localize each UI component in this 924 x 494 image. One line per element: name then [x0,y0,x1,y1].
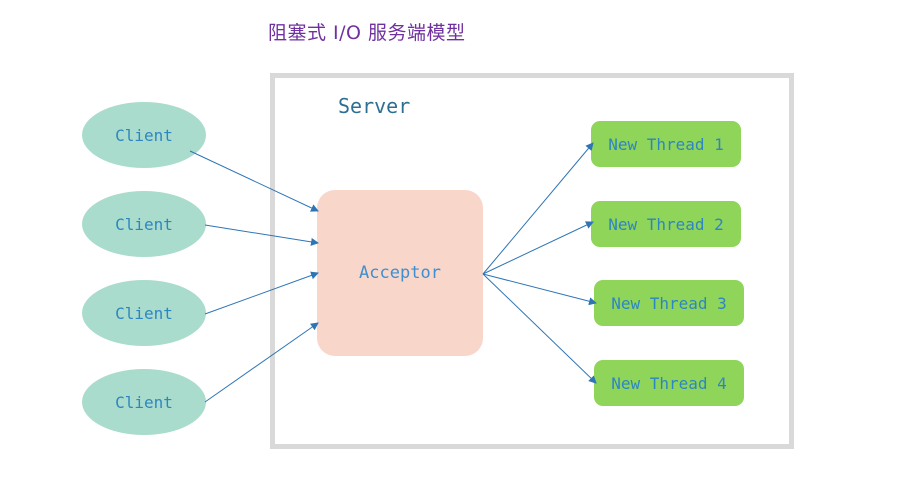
acceptor-node: Acceptor [317,190,483,356]
thread-node: New Thread 3 [594,280,744,326]
thread-node: New Thread 2 [591,201,741,247]
client-node: Client [82,369,206,435]
thread-node: New Thread 4 [594,360,744,406]
client-node: Client [82,102,206,168]
server-label: Server [338,94,411,118]
diagram-title: 阻塞式 I/O 服务端模型 [268,22,466,44]
thread-node: New Thread 1 [591,121,741,167]
client-node: Client [82,280,206,346]
client-node: Client [82,191,206,257]
